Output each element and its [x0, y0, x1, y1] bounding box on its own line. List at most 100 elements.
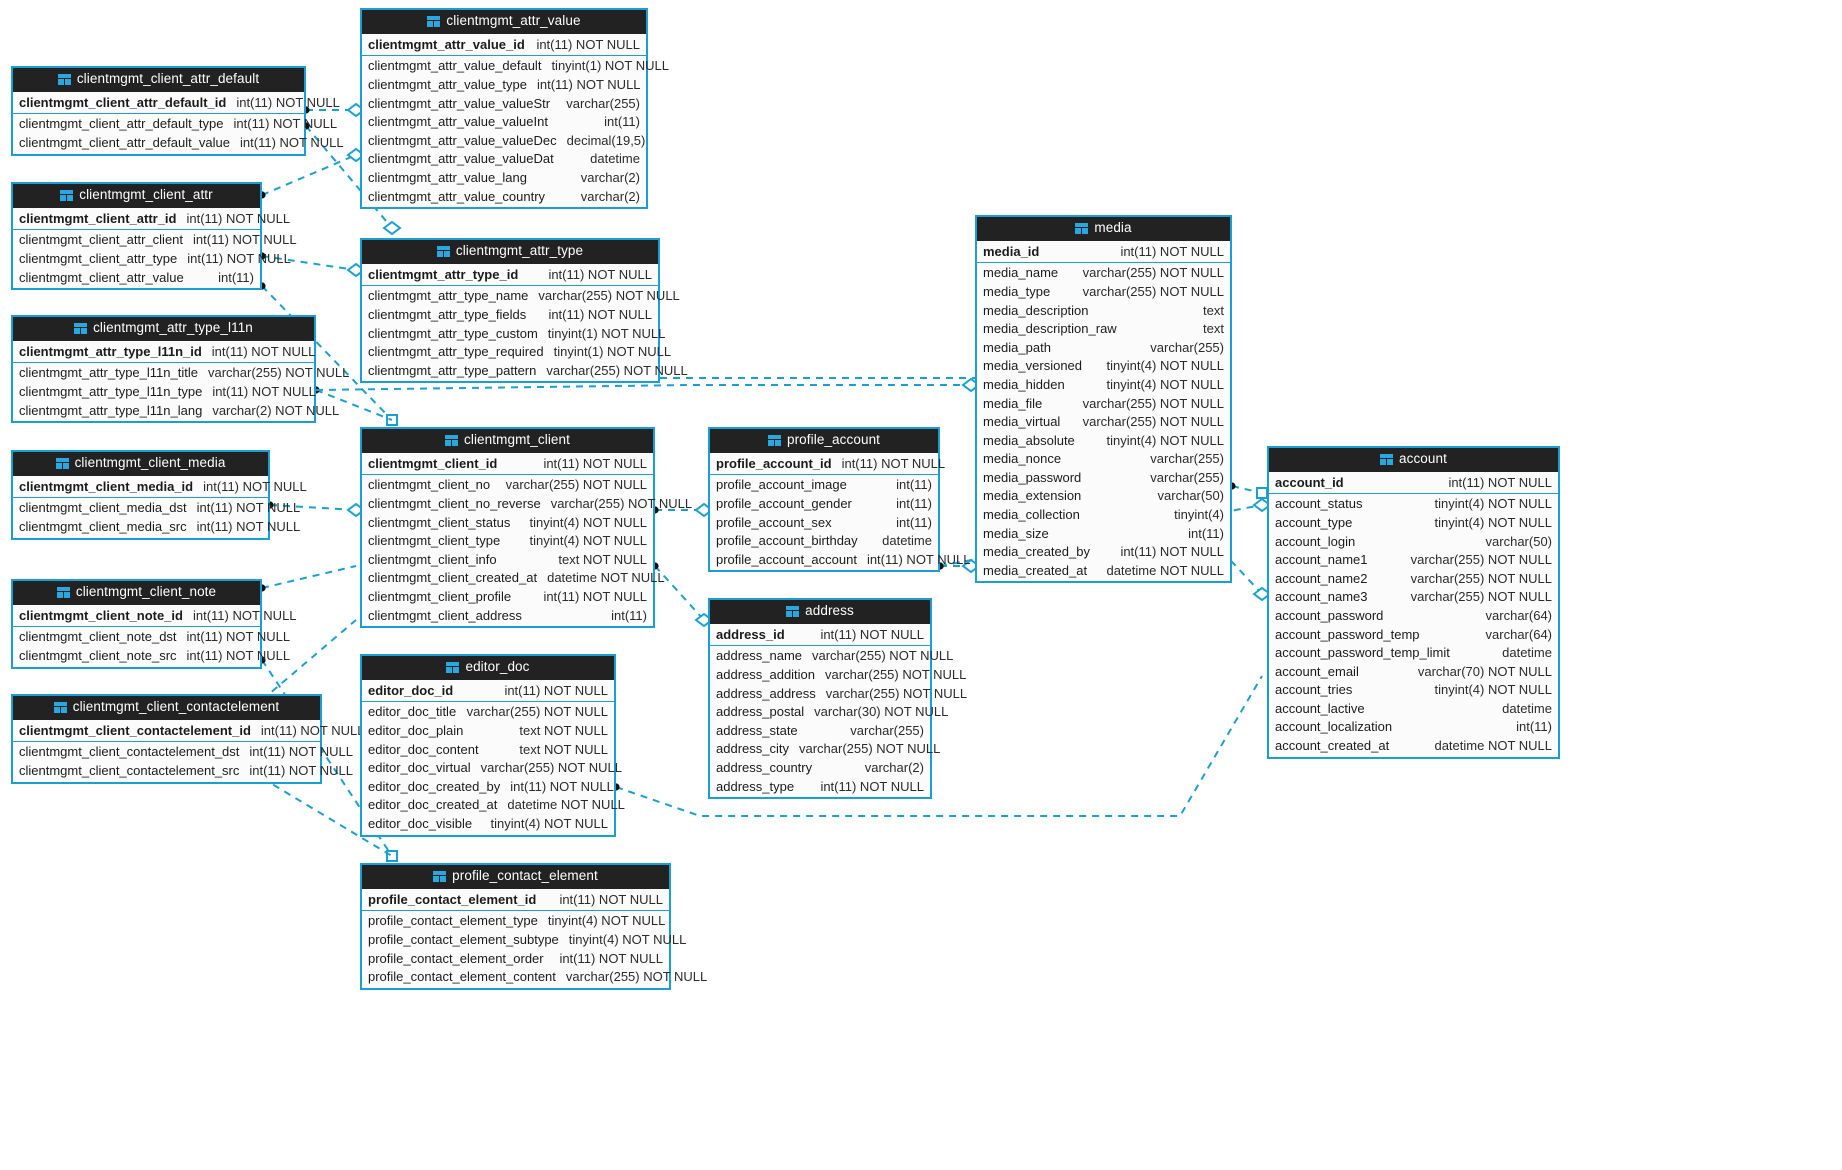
- table-header-clientmgmt_client_note[interactable]: clientmgmt_client_note: [13, 581, 260, 605]
- table-header-account[interactable]: account: [1269, 448, 1558, 472]
- table-header-editor_doc[interactable]: editor_doc: [362, 656, 614, 680]
- table-header-profile_account[interactable]: profile_account: [710, 429, 938, 453]
- table-header-clientmgmt_attr_type[interactable]: clientmgmt_attr_type: [362, 240, 658, 264]
- table-header-address[interactable]: address: [710, 600, 930, 624]
- table-header-clientmgmt_attr_type_l11n[interactable]: clientmgmt_attr_type_l11n: [13, 317, 314, 341]
- table-header-clientmgmt_client_attr[interactable]: clientmgmt_client_attr: [13, 184, 260, 208]
- table-header-profile_contact_element[interactable]: profile_contact_element: [362, 865, 669, 889]
- table-header-clientmgmt_client_attr_default[interactable]: clientmgmt_client_attr_default: [13, 68, 304, 92]
- table-header-clientmgmt_attr_value[interactable]: clientmgmt_attr_value: [362, 10, 646, 34]
- table-header-clientmgmt_client_media[interactable]: clientmgmt_client_media: [13, 452, 268, 476]
